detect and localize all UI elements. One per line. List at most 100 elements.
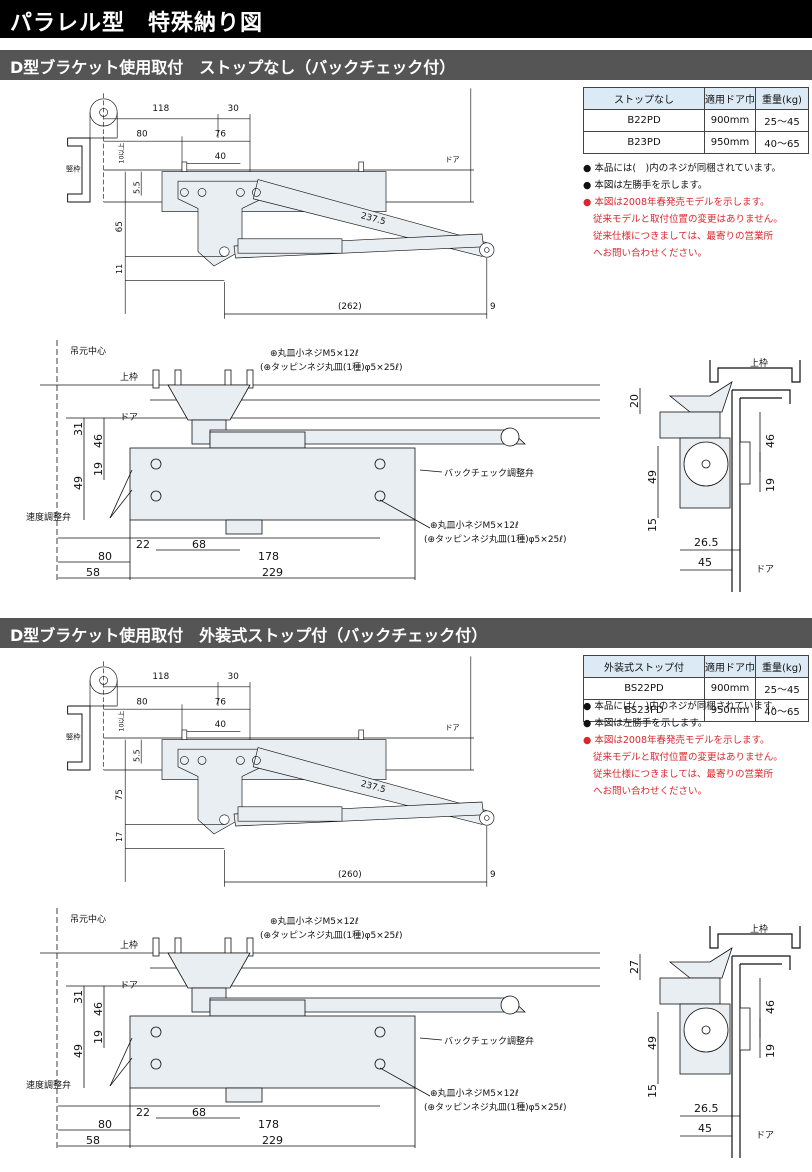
spec-col-width: 適用ドア巾	[704, 655, 756, 678]
speed-valve-label: 速度調整弁	[26, 511, 71, 523]
dim-label: (262)	[338, 302, 362, 312]
spec-header-row: ストップなし 適用ドア巾 重量(kg)	[583, 87, 809, 110]
spec-cell: 40～65	[755, 699, 809, 722]
dim-label: 26.5	[694, 1102, 719, 1115]
dim-label: 75	[115, 789, 125, 800]
dim-label: 229	[262, 566, 283, 579]
spec-col-weight: 重量(kg)	[755, 655, 809, 678]
front-view-drawing: 吊元中心 上枠 ドア ⊕丸皿小ネジM5×12ℓ (⊕タッピンネジ丸皿(1種)φ5…	[26, 340, 600, 580]
dim-label: 17	[115, 832, 124, 842]
pivot-label: 吊元中心	[70, 345, 106, 357]
screw-spec-label: (⊕タッピンネジ丸皿(1種)φ5×25ℓ)	[424, 533, 567, 545]
dim-label: 49	[646, 1036, 659, 1050]
spec-cell: 25～45	[755, 677, 809, 700]
dim-label: 31	[72, 422, 85, 436]
dim-label: 178	[258, 1118, 279, 1131]
door-label: ドア	[756, 565, 774, 575]
dim-label: 15	[646, 518, 659, 532]
top-view-drawing: 118 30 80 76 40 竪枠 ドア 10以上 5.5 75 17 237…	[66, 656, 496, 887]
note-item-red: 従来モデルと取付位置の変更はありません。	[593, 214, 783, 225]
screw-icon	[252, 188, 261, 197]
dim-label: 19	[92, 1030, 105, 1044]
spec-row: BS23PD 950mm 40～65	[583, 699, 809, 722]
dim-label: 5.5	[133, 181, 142, 194]
dim-label: 80	[136, 129, 148, 139]
top-view-drawing: 118 30 80 76 40 竪枠 ドア 10以上 5.5 65 11 237…	[66, 88, 496, 319]
dim-label: 11	[115, 264, 124, 274]
front-view-drawing: 吊元中心 上枠 ドア ⊕丸皿小ネジM5×12ℓ (⊕タッピンネジ丸皿(1種)φ5…	[26, 908, 600, 1148]
screw-icon	[180, 188, 189, 197]
title-bar: パラレル型 特殊納り図	[0, 0, 812, 38]
vertical-frame-icon	[67, 705, 91, 771]
closer-body	[129, 447, 416, 521]
door-label: ドア	[445, 723, 459, 732]
dim-label: 5.5	[133, 749, 142, 762]
note-item: ● 本品には( )内のネジが同梱されています。	[583, 163, 781, 174]
dim-label: 68	[192, 1106, 206, 1119]
screw-icon	[180, 756, 189, 765]
spec-cell: B22PD	[583, 109, 705, 132]
dim-label: 46	[764, 1000, 777, 1014]
screw-spec-label: (⊕タッピンネジ丸皿(1種)φ5×25ℓ)	[260, 929, 403, 941]
door-label: ドア	[756, 1131, 774, 1141]
note-item-red: へお問い合わせください。	[593, 786, 708, 797]
dim-label: 22	[136, 1106, 150, 1119]
spec-row: B22PD 900mm 25～45	[583, 109, 809, 132]
dim-label: 10以上	[117, 142, 126, 164]
spec-cell: 900mm	[704, 109, 756, 132]
dim-label: 76	[215, 129, 227, 139]
side-view-drawing: 上枠 ドア 20 46 19 49 15 26.5 45	[628, 357, 801, 592]
dim-label: 49	[72, 476, 85, 490]
door-label: ドア	[120, 981, 138, 991]
spec-cell: 900mm	[704, 677, 756, 700]
dim-label: 27	[628, 960, 641, 974]
dim-label: 19	[92, 462, 105, 476]
spec-row: BS22PD 900mm 25～45	[583, 677, 809, 700]
section-header-text: D型ブラケット使用取付 ストップなし（バックチェック付）	[10, 58, 456, 77]
upper-frame-label: 上枠	[120, 371, 138, 383]
screw-icon	[236, 756, 245, 765]
screw-spec-label: (⊕タッピンネジ丸皿(1種)φ5×25ℓ)	[424, 1101, 567, 1113]
note-item-red: 従来仕様につきましては、最寄りの営業所	[593, 231, 774, 242]
dim-label: 45	[698, 556, 712, 569]
upper-frame-label: 上枠	[120, 939, 138, 951]
dim-label: 15	[646, 1084, 659, 1098]
screw-spec-label: ⊕丸皿小ネジM5×12ℓ	[270, 347, 359, 359]
dim-label: 45	[698, 1122, 712, 1135]
frame-label: 竪枠	[66, 733, 80, 742]
dim-label: 40	[215, 152, 227, 162]
screw-icon	[197, 756, 207, 765]
dim-label: 46	[764, 434, 777, 448]
dim-label: 46	[92, 434, 105, 448]
dim-label: 9	[490, 870, 496, 880]
spec-col-weight: 重量(kg)	[755, 87, 809, 110]
upper-frame-label: 上枠	[750, 357, 768, 369]
upper-frame-label: 上枠	[750, 923, 768, 935]
backcheck-valve-label: バックチェック調整弁	[444, 467, 534, 479]
dim-label: 30	[228, 672, 240, 682]
dim-label: 76	[215, 697, 227, 707]
dim-label: 229	[262, 1134, 283, 1147]
note-item-red: ● 本図は2008年春発売モデルを示します。	[583, 735, 770, 746]
screw-icon	[252, 756, 261, 765]
side-view-drawing: 上枠 ドア 27 46 19 49 15 26.5 45	[628, 923, 801, 1158]
dim-label: 80	[136, 697, 148, 707]
section-header: D型ブラケット使用取付 ストップなし（バックチェック付）	[0, 50, 812, 80]
dim-label: 80	[98, 550, 112, 563]
dim-label: 118	[152, 104, 169, 114]
dim-label: 46	[92, 1002, 105, 1016]
door-label: ドア	[120, 413, 138, 423]
frame-label: 竪枠	[66, 165, 80, 174]
spec-cell: BS22PD	[583, 677, 705, 700]
dim-label: 49	[72, 1044, 85, 1058]
note-item: ● 本図は左勝手を示します。	[583, 180, 708, 191]
dim-label: 10以上	[117, 710, 126, 732]
dim-label: 49	[646, 470, 659, 484]
dim-label: 30	[228, 104, 240, 114]
dim-label: 65	[115, 221, 125, 232]
note-item-red: へお問い合わせください。	[593, 248, 708, 259]
dim-label: 9	[490, 302, 496, 312]
notes: ● 本品には( )内のネジが同梱されています。 ● 本図は左勝手を示します。 ●…	[583, 698, 783, 800]
spec-cell: B23PD	[583, 131, 705, 154]
notes: ● 本品には( )内のネジが同梱されています。 ● 本図は左勝手を示します。 ●…	[583, 160, 783, 262]
